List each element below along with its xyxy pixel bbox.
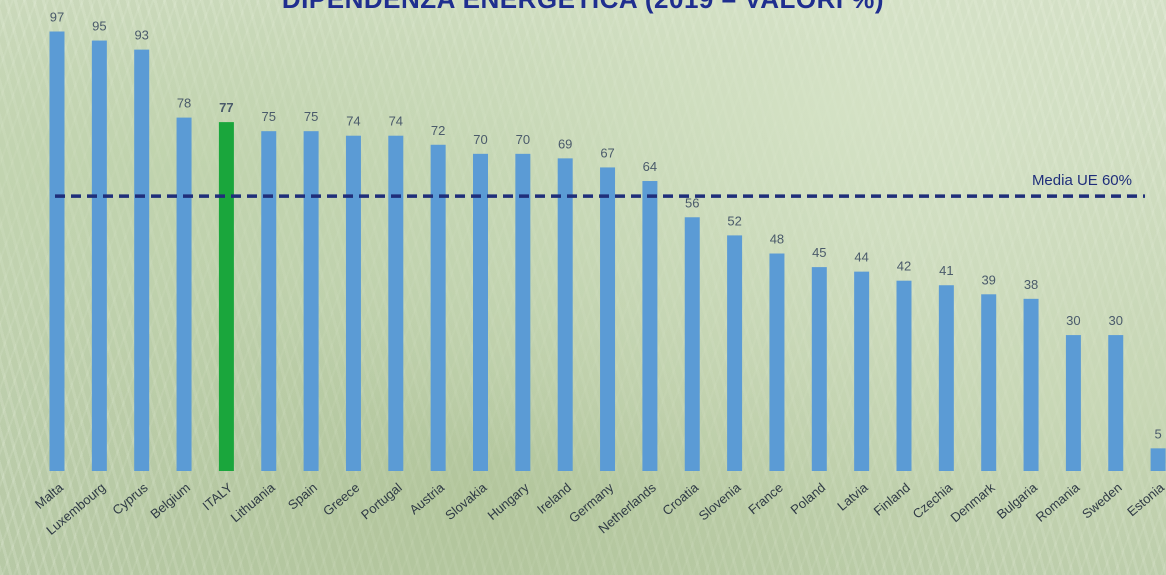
bar-poland [811,267,827,471]
bar-latvia [854,271,870,471]
value-label-spain: 75 [304,109,318,124]
bar-ireland [557,158,573,472]
category-label-italy: ITALY [199,480,235,514]
bar-croatia [684,217,700,471]
value-label-bulgaria: 38 [1024,277,1038,292]
bar-estonia [1150,448,1166,471]
value-label-poland: 45 [812,245,826,260]
value-label-austria: 72 [431,123,445,138]
bar-spain [303,131,319,471]
value-label-belgium: 78 [177,96,191,111]
value-label-hungary: 70 [516,132,530,147]
category-label-romania: Romania [1033,479,1083,524]
bar-slovenia [727,235,743,471]
category-label-spain: Spain [285,480,320,513]
category-label-malta: Malta [32,479,67,511]
bar-hungary [515,153,531,471]
category-label-slovenia: Slovenia [696,479,744,523]
value-label-italy: 77 [219,100,233,115]
bar-france [769,253,785,471]
category-label-cyprus: Cyprus [109,479,151,517]
value-label-malta: 97 [50,10,64,25]
bar-bulgaria [1023,298,1039,471]
value-label-estonia: 5 [1154,426,1161,441]
category-label-sweden: Sweden [1079,480,1125,522]
value-label-finland: 42 [897,259,911,274]
chart-title: DIPENDENZA ENERGETICA (2019 – VALORI %) [0,0,1166,15]
category-label-slovakia: Slovakia [442,479,490,523]
bar-malta [49,31,65,471]
value-label-croatia: 56 [685,195,699,210]
bar-austria [430,144,446,471]
bar-portugal [388,135,404,471]
category-label-poland: Poland [788,480,829,518]
bar-lithuania [261,131,277,471]
category-label-france: France [745,480,786,518]
bar-greece [345,135,361,471]
value-label-romania: 30 [1066,313,1080,328]
value-label-portugal: 74 [389,114,403,129]
value-label-greece: 74 [346,114,360,129]
value-label-netherlands: 64 [643,159,657,174]
eu-average-label: Media UE 60% [1032,172,1132,189]
value-label-latvia: 44 [854,250,868,265]
category-label-denmark: Denmark [948,479,998,525]
value-label-cyprus: 93 [134,28,148,43]
category-label-latvia: Latvia [834,479,871,513]
category-label-finland: Finland [871,480,913,519]
bar-netherlands [642,181,658,471]
bar-slovakia [473,153,488,471]
bar-belgium [176,117,192,471]
category-label-greece: Greece [320,480,362,519]
value-label-slovakia: 70 [473,132,487,147]
bar-italy [218,122,234,471]
value-label-luxembourg: 95 [92,19,106,34]
value-label-france: 48 [770,232,784,247]
value-label-denmark: 39 [981,272,995,287]
bar-cyprus [134,49,150,471]
value-label-germany: 67 [600,145,614,160]
category-label-estonia: Estonia [1124,479,1166,519]
bar-germany [600,167,616,471]
category-label-portugal: Portugal [358,480,405,523]
value-label-ireland: 69 [558,136,572,151]
bar-czechia [938,285,954,471]
bar-sweden [1108,335,1124,471]
bar-denmark [981,294,997,471]
bar-luxembourg [91,40,107,471]
bar-finland [896,280,912,471]
category-label-belgium: Belgium [147,480,193,522]
category-label-lithuania: Lithuania [228,479,279,525]
category-label-hungary: Hungary [484,479,532,522]
bar-romania [1065,335,1081,471]
value-label-slovenia: 52 [727,213,741,228]
value-label-czechia: 41 [939,263,953,278]
value-label-sweden: 30 [1109,313,1123,328]
value-label-lithuania: 75 [262,109,276,124]
